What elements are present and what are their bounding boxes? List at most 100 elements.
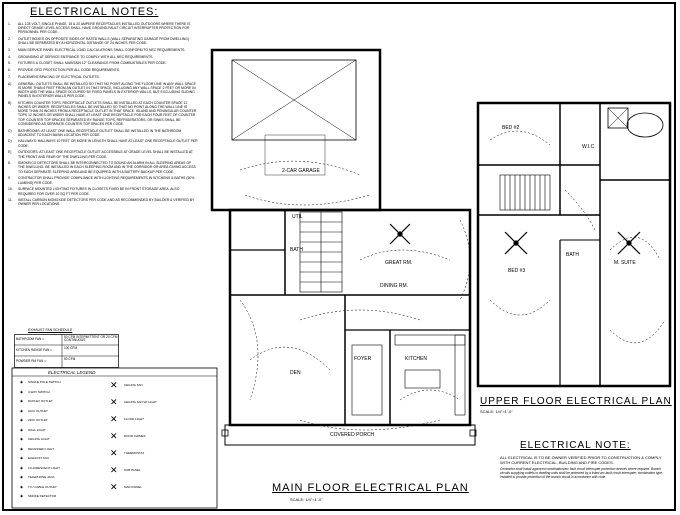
legend-symbol-icon: ◉: [20, 399, 24, 403]
note-text: CONTRACTOR SHALL PROVIDE COMPLIANCE WITH…: [18, 176, 195, 185]
legend-label: MAIN PANEL: [124, 485, 142, 489]
electrical-note-subtext: Contractor shall install approved combin…: [500, 467, 663, 479]
note-number: 7.: [8, 74, 11, 79]
note-number: 6.: [8, 68, 11, 73]
note-item: 8.SMOKE/CO DETECTORS SHALL BE INTERCONNE…: [8, 161, 198, 174]
schedule-row-value: 50 CFM: [64, 357, 76, 361]
note-number: A): [8, 81, 12, 86]
note-number: 5.: [8, 61, 11, 66]
garage-walls: [210, 48, 382, 212]
legend-label: WALL LIGHT: [28, 427, 46, 432]
note-item: E)OUTDOORS: AT LEAST ONE RECEPTACLE OUTL…: [8, 150, 198, 158]
upper-floor-scale: SCALE: 1/4"=1'-0": [480, 409, 513, 414]
legend-symbol-icon: ✕: [110, 431, 118, 441]
legend-symbol-icon: ✕: [110, 465, 118, 475]
room-label-great-rm: GREAT RM.: [385, 260, 413, 266]
note-text: KITCHEN COUNTER TOPS: RECEPTACLE OUTLETS…: [18, 100, 197, 126]
note-text: HALLWAYS: HALLWAYS 10 FEET OR MORE IN LE…: [18, 139, 198, 148]
electrical-note-title: ELECTRICAL NOTE:: [520, 440, 631, 451]
legend-symbol-icon: ✕: [110, 482, 118, 492]
house-walls: [228, 208, 472, 427]
schedule-row-label: POWDER RM FAN =: [16, 359, 47, 363]
schedule-row-value: 100 CFM: [64, 346, 78, 350]
note-number: 3.: [8, 48, 11, 53]
electrical-note-body: ALL ELECTRICAL IS TO BE OWNER VERIFIED P…: [500, 455, 670, 479]
legend-label: 220V OUTLET: [28, 418, 48, 422]
room-label-dining: DINING RM.: [380, 283, 409, 289]
note-item: D) HALLWAYS: HALLWAYS 10 FEET OR MORE IN …: [8, 139, 198, 147]
electrical-notes-title: ELECTRICAL NOTES:: [30, 6, 159, 18]
legend-label: TELEPHONE JACK: [28, 475, 55, 479]
note-item: 7.PLACEMENT/SPACING OF ELECTRICAL OUTLET…: [8, 75, 198, 79]
legend-symbol-icon: ✕: [110, 397, 118, 407]
room-label-kitchen: KITCHEN: [405, 356, 427, 362]
upper-floor-title: UPPER FLOOR ELECTRICAL PLAN: [480, 396, 672, 407]
schedule-header: EXHAUST FAN SCHEDULE: [28, 328, 73, 332]
legend-label: 3-WAY SWITCH: [28, 389, 50, 394]
legend-symbol-icon: ✕: [110, 380, 118, 390]
note-item: 6. PROVIDE GFCI PROTECTION PER ALL CODE R…: [8, 68, 198, 72]
note-item: C)BATHROOMS: AT LEAST ONE WALL RECEPTACL…: [8, 129, 198, 137]
legend-label: GFCI OUTLET: [28, 408, 48, 413]
legend-symbol-icon: ◉: [20, 380, 24, 384]
legend-label: FLOOD LIGHT: [124, 417, 145, 421]
note-text: BATHROOMS: AT LEAST ONE WALL RECEPTACLE …: [18, 128, 182, 137]
note-text: FIXTURES & CLOSET SHALL MAINTAIN 12" CLE…: [18, 61, 167, 66]
legend-symbol-icon: ◉: [20, 475, 24, 479]
circuit-runs: [239, 160, 471, 431]
bed3-ceiling-fan: [504, 231, 528, 255]
note-number: B): [8, 100, 12, 105]
note-number: 4.: [8, 54, 11, 59]
exhaust-fan-schedule: EXHAUST FAN SCHEDULE BATHROOM FAN = 50 CF…: [14, 328, 119, 368]
note-item: 4. GROUNDING AT SERVICE ENTRANCE TO COMPL…: [8, 55, 198, 59]
legend-label: FLUORESCENT LIGHT: [28, 465, 60, 470]
note-item: B) KITCHEN COUNTER TOPS: RECEPTACLE OUTLE…: [8, 101, 198, 126]
legend-box: [11, 367, 218, 509]
note-item: 5. FIXTURES & CLOSET SHALL MAINTAIN 12" C…: [8, 61, 198, 65]
note-number: 2.: [8, 37, 11, 42]
room-label-bath: BATH: [290, 247, 303, 253]
note-text: ALL 125 VOLT, SINGLE PHASE, 15 & 20 AMPE…: [18, 22, 191, 35]
room-label-den: DEN: [290, 370, 301, 376]
room-label-upper-bath: BATH: [566, 252, 579, 258]
upper-circuit-runs: [489, 130, 666, 344]
note-text: GROUNDING AT SERVICE ENTRANCE TO COMPLY …: [18, 54, 154, 59]
schedule-grid: [14, 334, 119, 368]
garage-door-outline: [231, 59, 357, 141]
main-stairs: [299, 211, 343, 293]
legend-label: TV / CABLE OUTLET: [28, 484, 57, 489]
legend-label: SMOKE DETECTOR: [28, 494, 57, 498]
note-number: 8.: [8, 161, 11, 166]
note-text: GENERAL: OUTLETS SHALL BE INSTALLED SO T…: [18, 81, 196, 99]
note-text: PROVIDE GFCI PROTECTION PER ALL CODE REQ…: [18, 68, 120, 73]
legend-label: CEILING LIGHT: [28, 437, 50, 441]
room-label-bed3: BED #3: [508, 268, 526, 274]
bathtub: [626, 112, 664, 138]
room-label-m-suite: M. SUITE: [614, 260, 636, 266]
schedule-row-label: BATHROOM FAN =: [16, 337, 45, 341]
schedule-row-label: KITCHEN RANGE FAN =: [16, 348, 53, 352]
room-label-wic: W.I.C.: [582, 144, 596, 150]
legend-label: CEILING FAN W/ LIGHT: [124, 400, 157, 404]
room-label-foyer: FOYER: [354, 356, 372, 362]
note-text: MAIN SERVICE PANEL ELECTRICAL LOAD CALCU…: [18, 48, 186, 53]
legend-label: DOOR CHIMES: [124, 434, 146, 438]
legend-label: EXHAUST FAN: [28, 456, 49, 460]
note-number: D): [8, 139, 12, 144]
note-text: INSTALL CARBON MONOXIDE DETECTORS PER CO…: [18, 198, 195, 207]
main-floor-scale: SCALE: 1/4"=1'-0": [290, 497, 323, 502]
legend-label: DUPLEX OUTLET: [28, 399, 53, 403]
electrical-notes-list: 1.ALL 125 VOLT, SINGLE PHASE, 15 & 20 AM…: [8, 22, 198, 209]
main-floor-plan: [210, 48, 477, 446]
legend-label: CEILING FAN: [124, 383, 143, 387]
note-item: A) GENERAL: OUTLETS SHALL BE INSTALLED SO…: [8, 82, 198, 99]
upper-walls: [476, 101, 672, 388]
legend-label: SINGLE POLE SWITCH: [28, 380, 61, 384]
note-item: 3. MAIN SERVICE PANEL ELECTRICAL LOAD CAL…: [8, 48, 198, 52]
legend-title: ELECTRICAL LEGEND: [48, 370, 96, 375]
upper-floor-plan: [476, 101, 672, 388]
legend-symbol-icon: ◉: [20, 494, 24, 498]
legend-symbol-icon: ✕: [110, 414, 118, 424]
